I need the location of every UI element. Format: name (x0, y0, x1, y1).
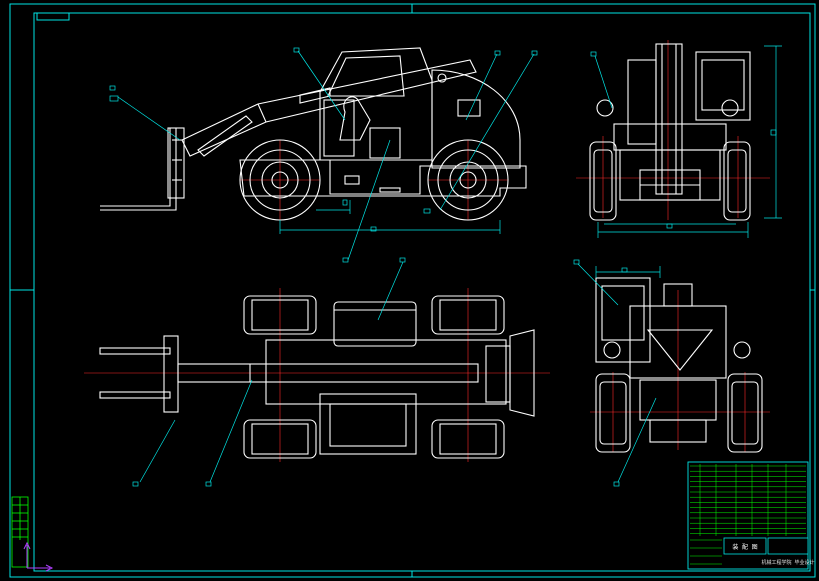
chassis (239, 159, 527, 197)
top-engine (333, 301, 417, 347)
top-right-front-wheel (243, 419, 317, 459)
top-view (84, 257, 550, 487)
top-left-rear-wheel (431, 295, 505, 335)
drawing-number-box (36, 12, 70, 21)
top-carriage (163, 335, 179, 413)
drawing-title: 装 配 图 (732, 543, 757, 551)
side-view-centerlines (240, 140, 508, 220)
front-right-wheel (723, 141, 751, 221)
lift-cylinder (197, 115, 253, 157)
front-left-wheel (589, 141, 617, 221)
sheet-border (9, 3, 816, 578)
fork-carriage (167, 127, 185, 199)
company-label: 机械工程学院 毕业设计 (761, 559, 814, 566)
rear-view (573, 259, 770, 487)
top-cab (319, 393, 417, 455)
cab-frame (319, 47, 433, 161)
side-view (100, 47, 538, 263)
top-left-front-wheel (243, 295, 317, 335)
rear-cab (595, 277, 651, 363)
front-view (576, 40, 782, 238)
rear-wheel (427, 139, 509, 221)
top-boom (177, 363, 479, 383)
side-view-dimensions (279, 199, 501, 234)
ucs-axis-icon (23, 541, 54, 572)
front-cab (695, 51, 751, 121)
front-mast (655, 43, 683, 195)
engine-hood (431, 69, 521, 169)
left-stamp-box (11, 496, 29, 568)
top-fork-left (99, 347, 171, 355)
top-fork-right (99, 391, 171, 399)
top-counterweight (509, 329, 535, 417)
rear-left-wheel (595, 373, 631, 453)
title-cell (723, 537, 767, 555)
top-right-rear-wheel (431, 419, 505, 459)
rear-right-wheel (727, 373, 763, 453)
title-block: 装 配 图 机械工程学院 毕业设计 (687, 461, 815, 570)
fork-tines (100, 127, 177, 211)
side-view-leaders (109, 47, 538, 263)
